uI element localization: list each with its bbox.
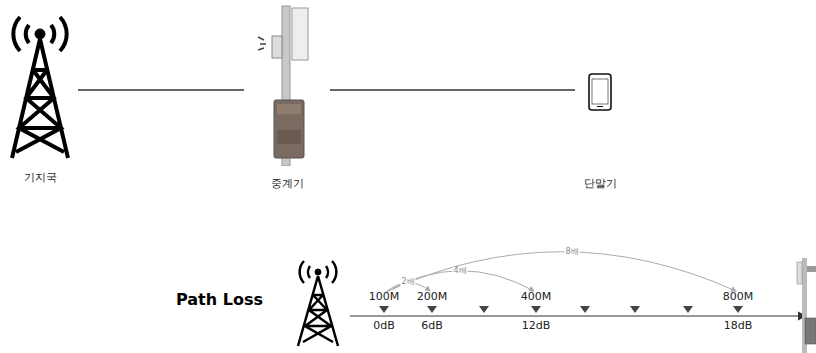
- multiplier-label: 4배: [452, 267, 467, 275]
- distance-markers: [379, 306, 743, 313]
- loss-label: 12dB: [522, 320, 551, 331]
- node-label: 기지국: [2, 170, 78, 185]
- phone-icon: [575, 2, 625, 166]
- distance-label: 200M: [417, 291, 448, 302]
- link-line: [78, 89, 244, 90]
- node-label: 중계기: [244, 176, 330, 191]
- loss-label: 18dB: [724, 320, 753, 331]
- repeater-small: [797, 258, 816, 353]
- loss-label: 0dB: [373, 320, 395, 331]
- icon-node: 단말기: [575, 2, 625, 194]
- distance-label: 400M: [521, 291, 552, 302]
- axis-title: Path Loss: [176, 292, 263, 308]
- distance-label: 100M: [369, 291, 400, 302]
- icon-node: 중계기: [244, 2, 330, 194]
- multiplier-label: 2배: [400, 278, 415, 286]
- loss-label: 6dB: [421, 320, 443, 331]
- multiplier-arcs: [386, 252, 736, 292]
- icon-node: 기지국: [2, 2, 78, 188]
- link-line: [330, 89, 575, 90]
- repeater-icon: [244, 2, 330, 166]
- multiplier-label: 8배: [564, 248, 579, 256]
- distance-label: 800M: [723, 291, 754, 302]
- distance-axis: [350, 315, 806, 316]
- node-label: 단말기: [575, 176, 625, 191]
- tower-small: [298, 261, 338, 346]
- tower-icon: [2, 2, 78, 160]
